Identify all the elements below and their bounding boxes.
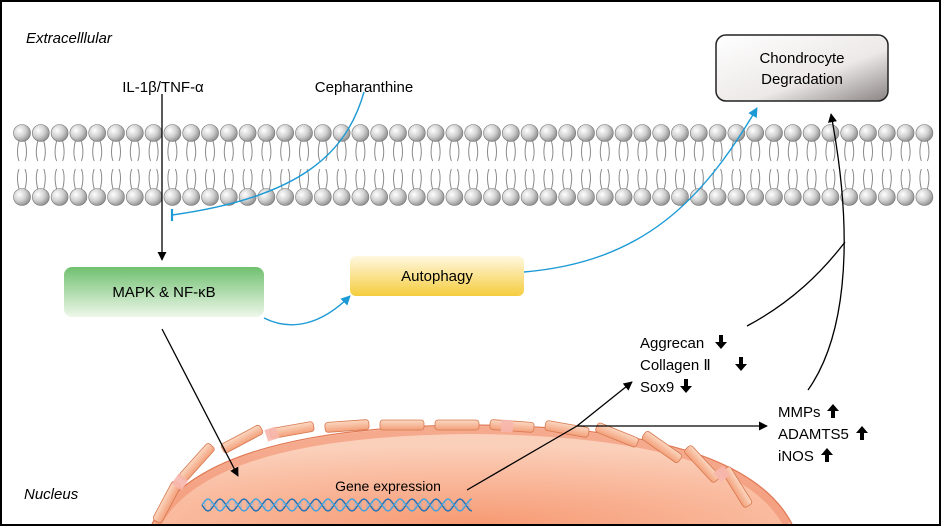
nuclear-envelope-segments [152, 419, 753, 524]
gene-branch-line [466, 425, 578, 491]
chondrocyte-degradation-box [715, 34, 889, 102]
mapk-nfkb-box [64, 267, 264, 317]
up-marker-mmps: MMPs [778, 404, 821, 421]
mapk-to-autophagy-arrow [263, 295, 351, 326]
mapk-label: MAPK & NF-κB [112, 284, 215, 301]
up-arrow-icons [821, 404, 868, 462]
up-arrow-icon [827, 404, 839, 418]
up-to-degradation-arrow [807, 113, 845, 391]
chondrocyte-label-line2: Degradation [761, 71, 843, 88]
cepharanthine-inhibit-line [171, 91, 365, 216]
down-arrow-icon [680, 379, 692, 393]
gene-expression-label: Gene expression [335, 478, 441, 494]
extracellular-label: Extracelllular [26, 30, 113, 47]
up-marker-adamts5: ADAMTS5 [778, 426, 849, 443]
up-marker-inos: iNOS [778, 448, 814, 465]
up-arrow-icon [856, 426, 868, 440]
nucleus-label: Nucleus [24, 486, 79, 503]
down-marker-aggrecan: Aggrecan [640, 335, 704, 352]
cepharanthine-label: Cepharanthine [315, 79, 413, 96]
autophagy-label: Autophagy [401, 268, 473, 285]
dna-helix-icon [201, 498, 473, 512]
il1b-tnfa-label: IL-1β/TNF-α [122, 79, 204, 96]
cell-membrane [13, 124, 934, 206]
gene-to-down-arrow [576, 381, 633, 427]
down-to-degradation-line [746, 241, 846, 327]
down-arrow-icon [715, 335, 727, 349]
up-arrow-icon [821, 448, 833, 462]
down-arrow-icons [680, 335, 747, 393]
autophagy-to-degradation-arrow [523, 107, 758, 273]
down-marker-sox9: Sox9 [640, 379, 674, 396]
chondrocyte-label-line1: Chondrocyte [759, 50, 844, 67]
mapk-to-gene-arrow [161, 328, 239, 477]
down-marker-collagen: Collagen Ⅱ [640, 357, 711, 374]
down-arrow-icon [735, 357, 747, 371]
autophagy-box [350, 256, 524, 296]
